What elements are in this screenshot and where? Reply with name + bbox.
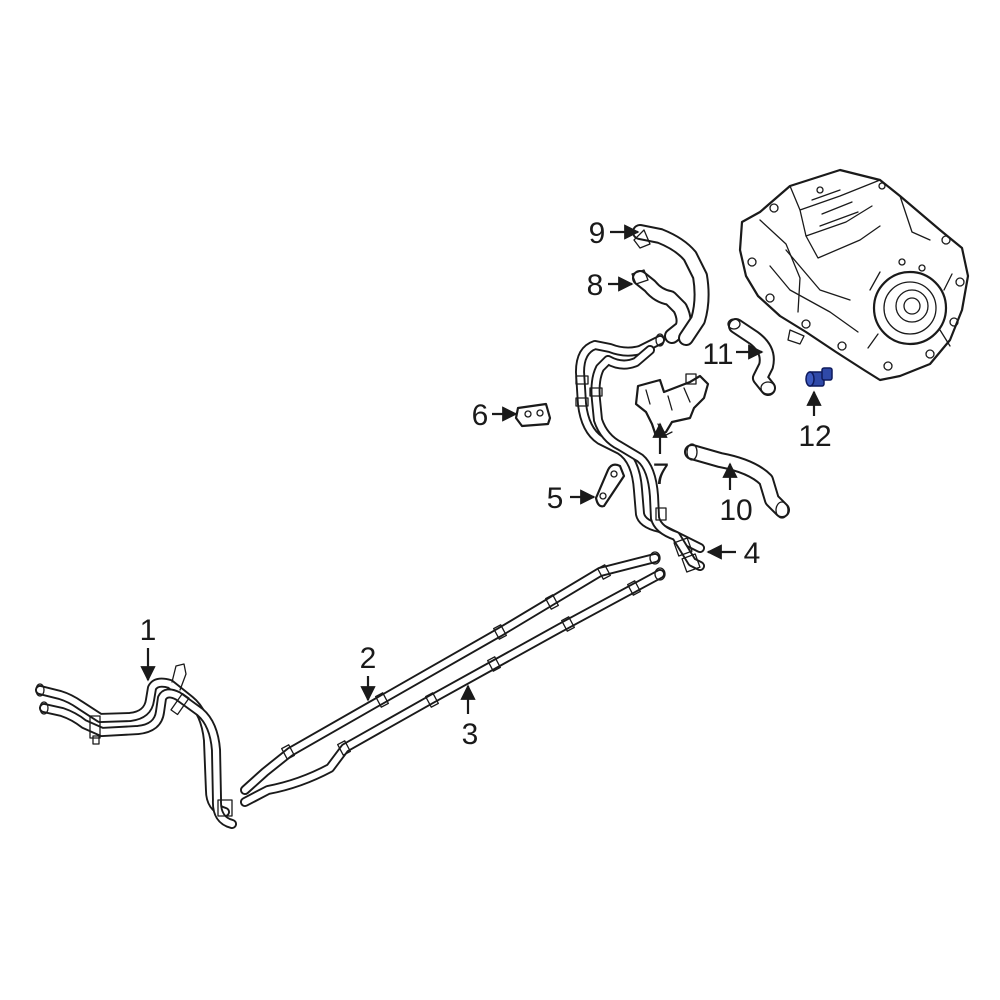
- drive-unit-housing: [738, 168, 970, 382]
- callout-1: 1: [140, 614, 157, 647]
- fitting-cap: [821, 367, 833, 381]
- callout-12: 12: [798, 420, 831, 453]
- part-3-line[interactable]: [240, 567, 666, 807]
- part-11-hose[interactable]: [727, 318, 776, 396]
- part-12-fitting-highlighted[interactable]: [805, 367, 833, 387]
- callout-4: 4: [744, 537, 761, 570]
- part-8-hose[interactable]: [631, 269, 692, 344]
- callout-5: 5: [547, 482, 564, 515]
- callout-3: 3: [462, 718, 479, 751]
- callout-7: 7: [653, 458, 670, 491]
- callout-6: 6: [472, 399, 489, 432]
- callout-9: 9: [589, 217, 606, 250]
- callout-labels: 1 2 3 4 5 6 7 8 9 10 11 12: [140, 217, 832, 751]
- part-10-hose[interactable]: [684, 443, 790, 519]
- part-4-front-lines[interactable]: [575, 333, 705, 573]
- callout-10: 10: [719, 494, 752, 527]
- part-2-line[interactable]: [240, 551, 661, 795]
- leader-lines: [140, 224, 822, 714]
- part-6-plate[interactable]: [514, 402, 552, 428]
- part-1-rear-line[interactable]: [35, 663, 237, 829]
- fitting-end: [805, 371, 815, 387]
- callout-11: 11: [702, 338, 733, 371]
- callout-8: 8: [587, 269, 604, 302]
- part-7-bracket[interactable]: [634, 373, 710, 438]
- part-5-bracket[interactable]: [594, 463, 626, 508]
- callout-2: 2: [360, 642, 377, 675]
- part-9-hose[interactable]: [632, 224, 710, 346]
